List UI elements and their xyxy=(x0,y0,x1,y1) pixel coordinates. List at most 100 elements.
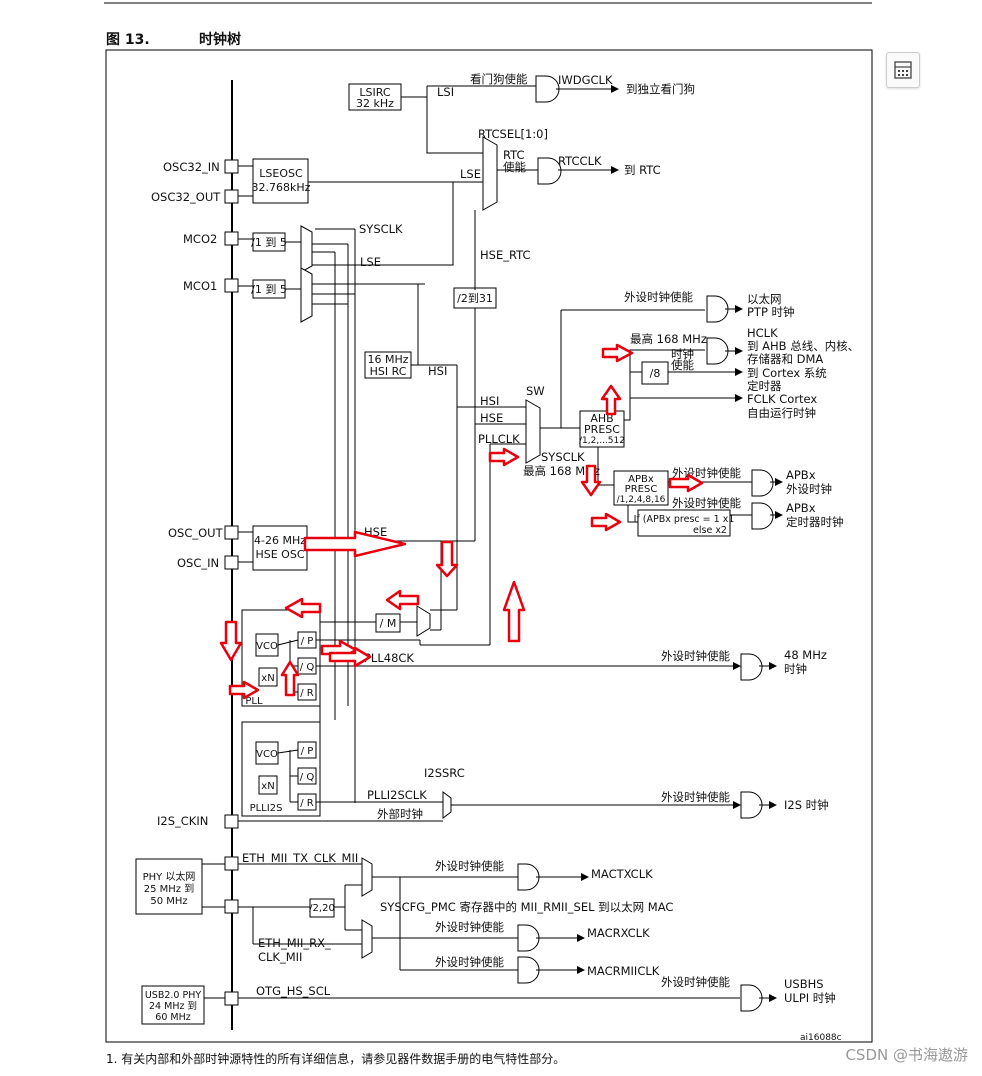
signal-lse: LSE xyxy=(460,167,481,181)
periph-en-macrmii: 外设时钟使能 xyxy=(435,955,504,969)
svg-text:32.768kHz: 32.768kHz xyxy=(252,181,311,194)
plli2s-div-q: / Q xyxy=(300,772,315,783)
out-mactxclk: MACTXCLK xyxy=(591,867,653,881)
annotation-arrow-right xyxy=(328,646,372,668)
out-apbx-timer: APBx xyxy=(786,501,816,515)
lsirc-label: LSIRC xyxy=(359,86,390,99)
pin-osc-in: OSC_IN xyxy=(177,556,219,570)
pin-osc32-out: OSC32_OUT xyxy=(151,190,221,204)
phy-block: PHY 以太网 xyxy=(143,870,196,883)
figure-title: 时钟树 xyxy=(199,31,241,48)
out-fclk: FCLK Cortex xyxy=(747,392,817,406)
rtcsel-label: RTCSEL[1:0] xyxy=(478,127,548,141)
sw-label: SW xyxy=(526,384,545,398)
hclk-max: 最高 168 MHz xyxy=(630,332,707,346)
calculator-button[interactable] xyxy=(886,52,920,88)
signal-sysclk-mco: SYSCLK xyxy=(359,222,403,236)
pin-osc32-in: OSC32_IN xyxy=(163,160,220,174)
watermark: CSDN @书海遨游 xyxy=(845,1046,968,1064)
out-usbhs: USBHS xyxy=(784,977,824,991)
svg-text:ULPI 时钟: ULPI 时钟 xyxy=(784,991,836,1005)
periph-en-ptp: 外设时钟使能 xyxy=(624,290,693,304)
out-rtc: 到 RTC xyxy=(624,163,661,177)
plli2s-div-r: / R xyxy=(300,798,314,809)
out-hclk: HCLK xyxy=(747,326,778,340)
signal-ext-clk: 外部时钟 xyxy=(377,807,423,821)
annotation-arrow-up xyxy=(502,580,526,643)
signal-lse-mco: LSE xyxy=(360,255,381,269)
svg-text:PTP 时钟: PTP 时钟 xyxy=(747,305,795,319)
svg-text:else x2: else x2 xyxy=(693,525,727,536)
hseosc-label: 4-26 MHz xyxy=(254,534,306,547)
signal-hsi: HSI xyxy=(428,364,447,378)
pin-mco1: MCO1 xyxy=(183,279,217,293)
figure-code: ai16088c xyxy=(800,1033,842,1043)
apb-timer-mult: If (APBx presc = 1 x1 xyxy=(634,514,735,525)
periph-en-apb-tim: 外设时钟使能 xyxy=(672,496,741,510)
periph-en-48mhz: 外设时钟使能 xyxy=(661,649,730,663)
lseosc-label: LSEOSC xyxy=(259,167,303,180)
mco1-divider: /1 到 5 xyxy=(251,283,287,296)
signal-iwdgclk: IWDGCLK xyxy=(558,73,613,87)
annotation-arrow-left xyxy=(385,589,420,611)
svg-text:HSE OSC: HSE OSC xyxy=(255,548,304,561)
svg-text:存储器和 DMA: 存储器和 DMA xyxy=(747,352,823,366)
signal-eth-rx: ETH_MII_RX_ xyxy=(258,936,331,950)
out-i2s: I2S 时钟 xyxy=(784,798,829,812)
annotation-arrow-down xyxy=(435,540,459,578)
signal-pllclk: PLLCLK xyxy=(478,432,520,446)
i2ssrc-label: I2SSRC xyxy=(424,766,465,780)
out-apbx: APBx xyxy=(786,468,816,482)
pll-div-r: / R xyxy=(300,688,314,699)
svg-text:CLK_MII: CLK_MII xyxy=(258,950,302,964)
svg-text:定时器: 定时器 xyxy=(747,379,782,393)
svg-text:32 kHz: 32 kHz xyxy=(356,97,394,110)
svg-text:PRESC: PRESC xyxy=(625,484,658,495)
out-48mhz: 48 MHz xyxy=(784,648,827,662)
svg-text:外设时钟: 外设时钟 xyxy=(786,482,832,496)
signal-plli2sclk: PLLI2SCLK xyxy=(367,788,427,802)
periph-en-usbhs: 外设时钟使能 xyxy=(661,975,730,989)
annotation-arrow-down xyxy=(580,464,602,497)
svg-text:使能: 使能 xyxy=(503,160,526,174)
pll-div-m: / M xyxy=(380,617,397,630)
signal-rtcclk: RTCCLK xyxy=(558,154,602,168)
out-ptp: 以太网 xyxy=(747,292,782,306)
pin-i2s-ckin: I2S_CKIN xyxy=(157,814,208,828)
syscfg-note: SYSCFG_PMC 寄存器中的 MII_RMII_SEL 到以太网 MAC xyxy=(380,900,673,914)
svg-text:定时器时钟: 定时器时钟 xyxy=(786,515,844,529)
annotation-arrow-up xyxy=(600,384,622,416)
pin-mco2: MCO2 xyxy=(183,232,217,246)
signal-hse-rtc: HSE_RTC xyxy=(480,248,531,262)
rtc-enable: RTC xyxy=(503,148,525,162)
figure-number: 图 13. xyxy=(106,32,150,48)
svg-text:/1,2,...512: /1,2,...512 xyxy=(579,436,625,446)
annotation-arrow-down xyxy=(219,620,243,662)
rtc-divider: /2到31 xyxy=(457,292,493,305)
signal-pll48ck: PLL48CK xyxy=(364,651,414,665)
svg-text:到 AHB 总线、内核、: 到 AHB 总线、内核、 xyxy=(747,339,859,353)
hsirc-label: 16 MHz xyxy=(367,353,408,366)
pll-div-q: / Q xyxy=(300,662,315,673)
annotation-arrow-right xyxy=(601,343,634,363)
clk-enable: 时钟 xyxy=(671,347,694,361)
annotation-arrow-up xyxy=(280,660,300,697)
svg-text:HSI RC: HSI RC xyxy=(370,365,407,378)
iwdg-enable: 看门狗使能 xyxy=(470,72,528,86)
periph-en-mactx: 外设时钟使能 xyxy=(435,859,504,873)
pll-vco: VCO xyxy=(256,641,278,652)
apb-prescaler: APBx xyxy=(628,474,654,485)
sysclk-max: 最高 168 MHz xyxy=(523,464,600,478)
pll-div-p: / P xyxy=(301,636,314,647)
svg-text:时钟: 时钟 xyxy=(784,662,807,676)
signal-hsi-sw: HSI xyxy=(480,394,499,408)
periph-en-macrx: 外设时钟使能 xyxy=(435,920,504,934)
svg-text:24 MHz 到: 24 MHz 到 xyxy=(149,1000,197,1012)
signal-hse-sw: HSE xyxy=(480,411,503,425)
out-iwdg: 到独立看门狗 xyxy=(626,82,695,96)
usb-phy-block: USB2.0 PHY xyxy=(145,990,202,1001)
diagram-frame xyxy=(105,49,873,1043)
annotation-arrow-right xyxy=(303,530,407,558)
